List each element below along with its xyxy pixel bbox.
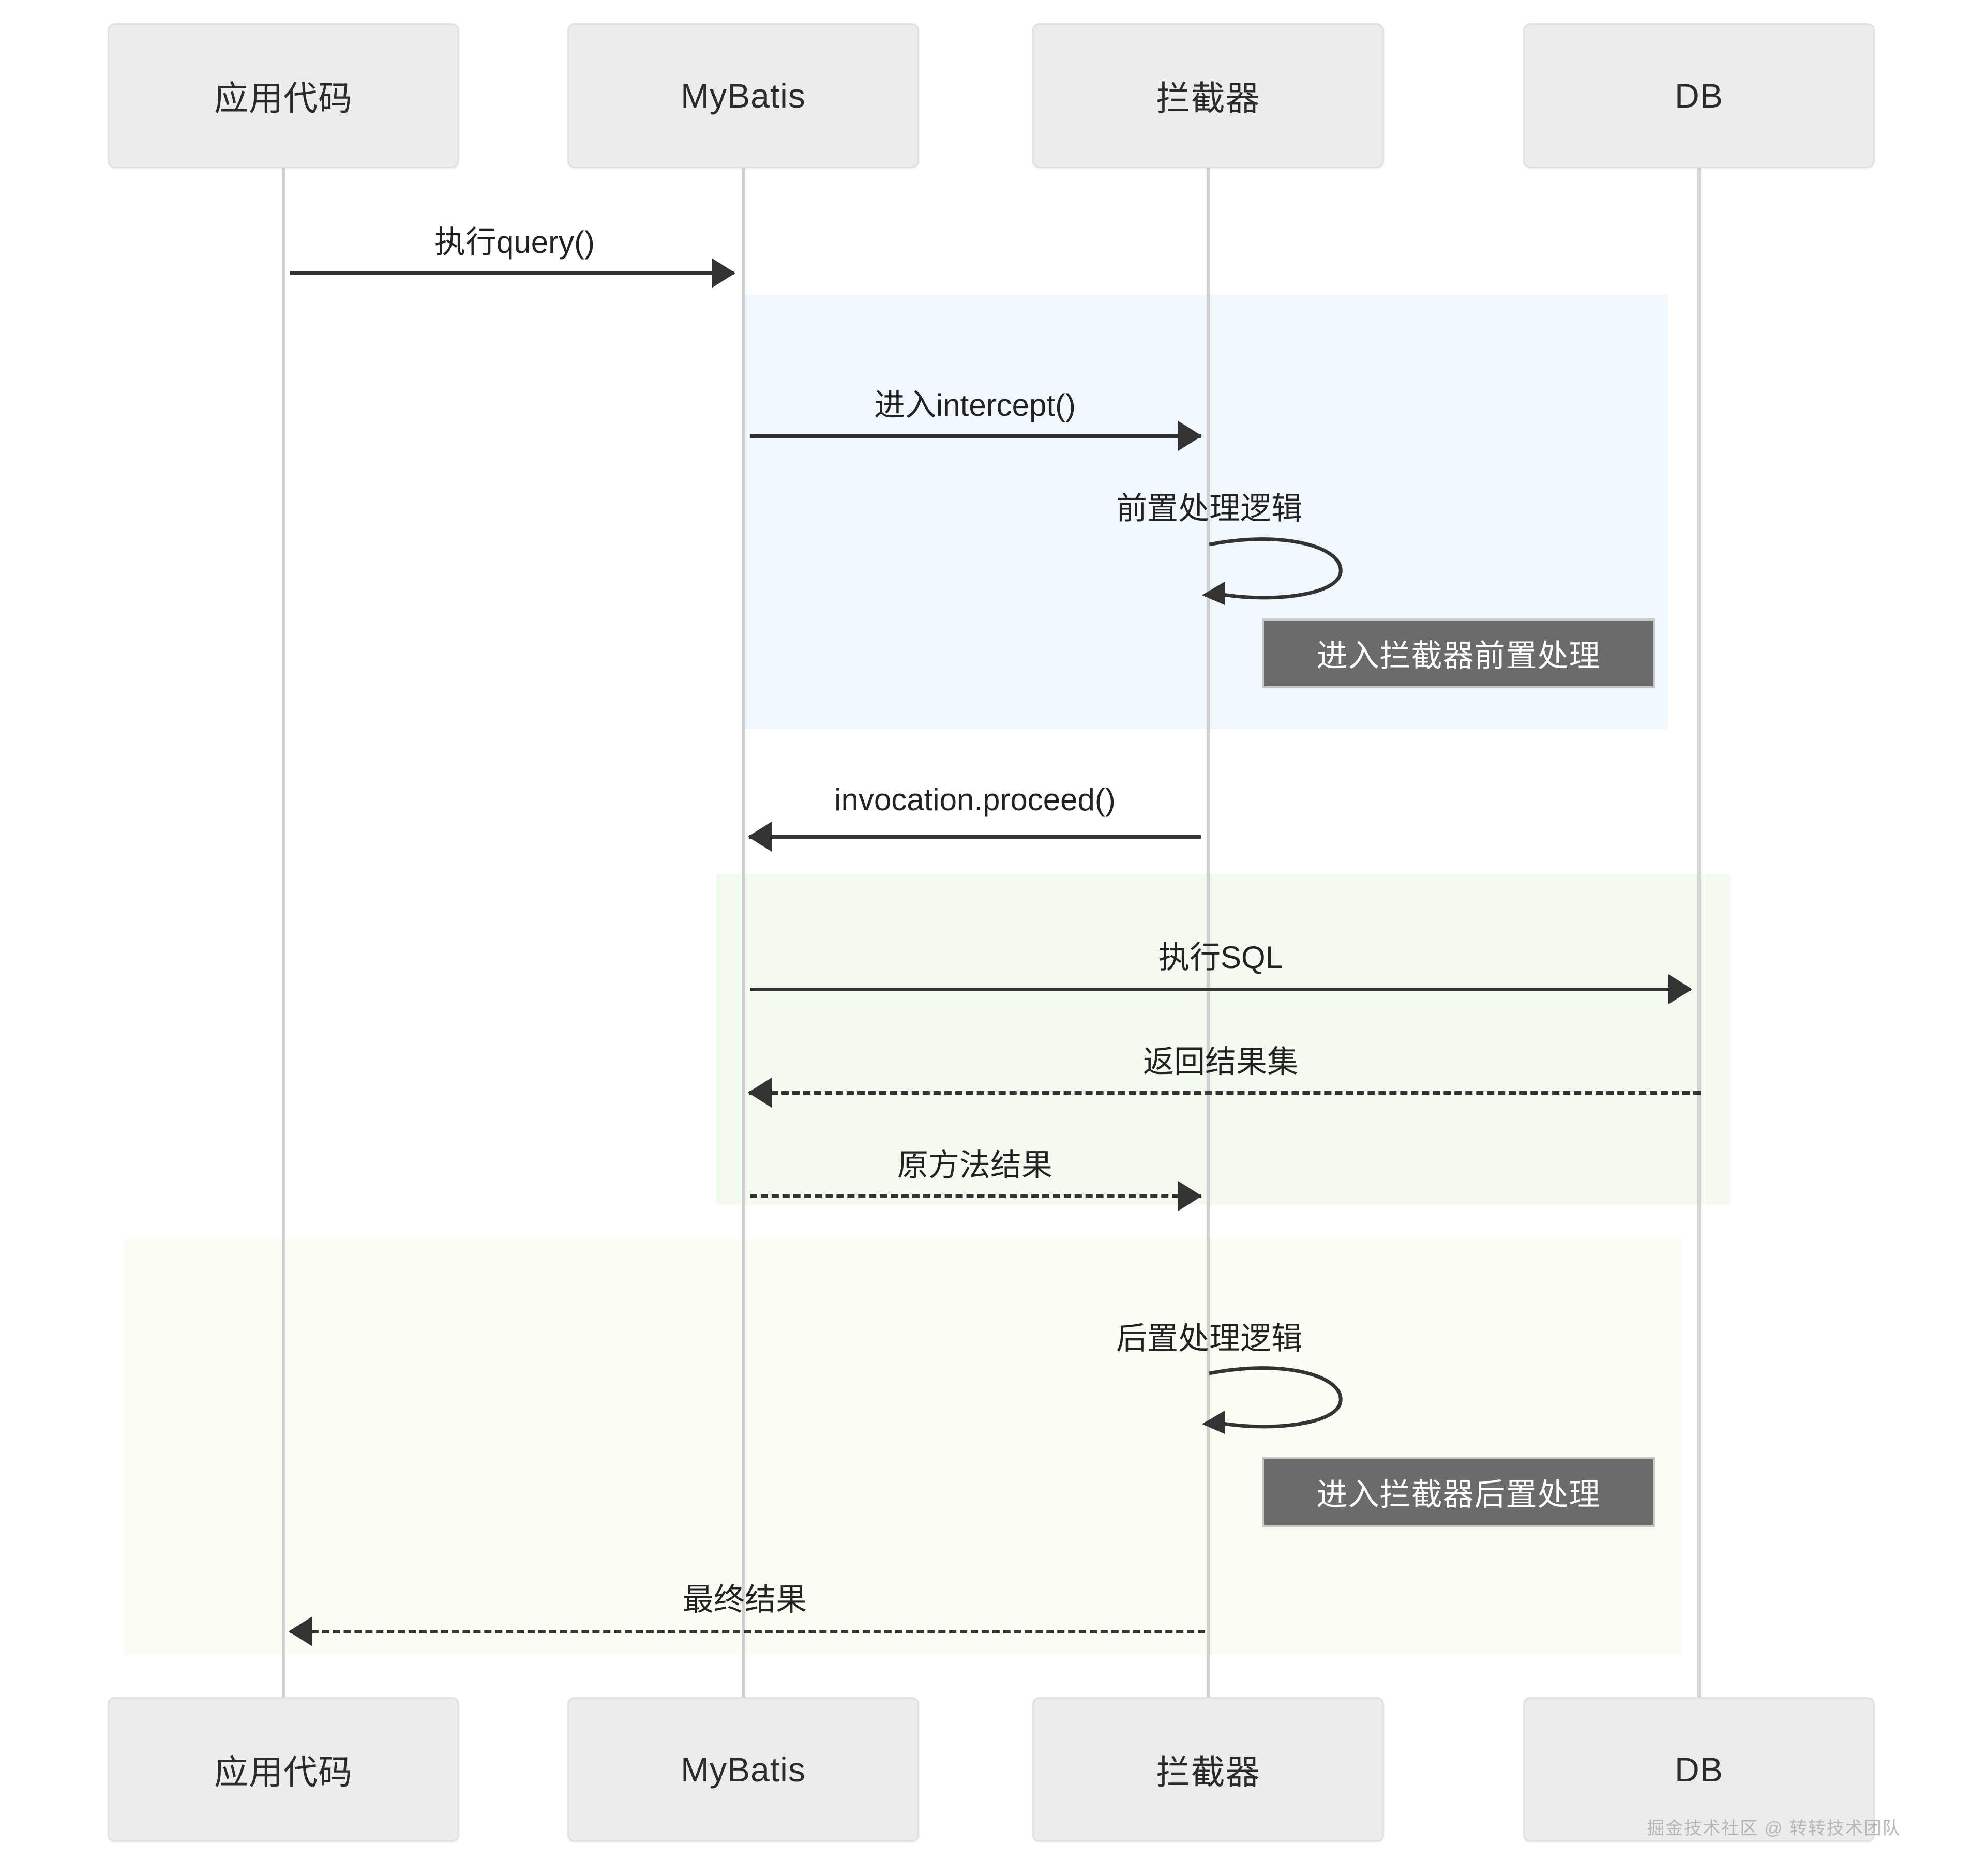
actor-top-app[interactable]: 应用代码 (108, 23, 459, 168)
actor-bottom-interceptor[interactable]: 拦截器 (1032, 1697, 1384, 1842)
lifeline-mybatis (742, 168, 745, 1699)
message-label-m5: 执行SQL (1158, 940, 1283, 975)
watermark: 掘金技术社区 @ 转转技术团队 (1647, 1819, 1901, 1838)
actor-bottom-app[interactable]: 应用代码 (108, 1697, 459, 1842)
message-label-m3: 前置处理逻辑 (1116, 491, 1302, 526)
actor-bottom-mybatis[interactable]: MyBatis (567, 1697, 919, 1842)
actor-top-mybatis[interactable]: MyBatis (567, 23, 919, 168)
actor-label: MyBatis (681, 1750, 806, 1789)
message-label-m9: 最终结果 (683, 1582, 807, 1617)
note-text: 进入拦截器后置处理 (1316, 1477, 1601, 1512)
self-loop-m8 (1202, 1364, 1355, 1439)
actor-label: MyBatis (681, 77, 806, 115)
actor-bottom-db[interactable]: DB (1523, 1697, 1875, 1842)
region-intercept-post (124, 1238, 1681, 1655)
note-intercept-pre: 进入拦截器前置处理 (1262, 618, 1655, 688)
note-intercept-post: 进入拦截器后置处理 (1262, 1457, 1655, 1527)
actor-label: 应用代码 (214, 1753, 353, 1791)
lifeline-app (282, 168, 285, 1699)
actor-label: DB (1675, 1750, 1723, 1789)
self-loop-m3 (1202, 535, 1355, 610)
message-label-m6: 返回结果集 (1143, 1045, 1298, 1079)
lifeline-interceptor (1207, 168, 1210, 1699)
note-text: 进入拦截器前置处理 (1316, 639, 1601, 673)
message-label-m7: 原方法结果 (897, 1148, 1052, 1183)
message-label-m4: invocation.proceed() (834, 782, 1116, 817)
actor-top-db[interactable]: DB (1523, 23, 1875, 168)
lifeline-db (1697, 168, 1701, 1699)
actor-label: 拦截器 (1156, 1753, 1260, 1791)
actor-label: 拦截器 (1156, 79, 1260, 117)
actor-label: 应用代码 (214, 79, 353, 117)
message-label-m8: 后置处理逻辑 (1116, 1321, 1302, 1356)
message-label-m1: 执行query() (434, 225, 595, 260)
message-label-m2: 进入intercept() (874, 388, 1076, 422)
region-sql-execution (716, 874, 1730, 1205)
actor-top-interceptor[interactable]: 拦截器 (1032, 23, 1384, 168)
actor-label: DB (1675, 77, 1723, 115)
